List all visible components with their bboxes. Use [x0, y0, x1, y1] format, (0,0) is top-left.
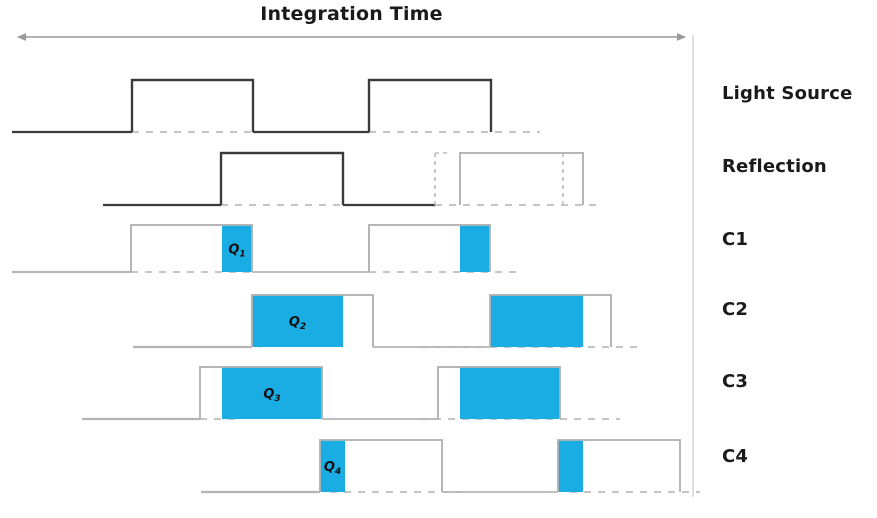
waveform-row-c1: Q1 [12, 224, 520, 274]
pulse-outline-overlay [219, 151, 345, 205]
pulse-outline-overlay [319, 439, 443, 492]
row-label-c4: C4 [722, 446, 748, 467]
waveform-row-c4: Q4 [201, 439, 700, 494]
charge-fill-region [222, 225, 252, 272]
pulse-outline-overlay [367, 78, 493, 132]
pulse-outline-overlay [368, 224, 491, 272]
waveform-row-light-source [12, 78, 540, 134]
charge-label-subscript: 2 [300, 322, 306, 332]
waveform-row-c2: Q2 [133, 294, 640, 349]
row-label-c1: C1 [722, 229, 748, 250]
row-label-light-source: Light Source [722, 83, 853, 104]
charge-fill-region [252, 295, 343, 347]
pulse-outline-overlay [437, 366, 561, 419]
charge-label-subscript: 3 [274, 394, 280, 404]
charge-fill-region [558, 440, 583, 492]
pulse-outline-overlay [251, 294, 374, 347]
diagram-title: Integration Time [260, 3, 443, 25]
charge-fill-region [490, 295, 583, 347]
pulse-outline-overlay [130, 78, 255, 132]
charge-label-subscript: 4 [334, 467, 341, 477]
waveform-row-reflection [103, 151, 600, 207]
charge-fill-region [222, 367, 322, 419]
charge-fill-region [460, 367, 560, 419]
charge-fill-region [460, 225, 490, 272]
row-label-c2: C2 [722, 299, 748, 320]
row-label-c3: C3 [722, 371, 748, 392]
pulse-outline [130, 78, 255, 132]
pulse-outline [219, 151, 345, 205]
pulse-outline-overlay [557, 439, 681, 492]
pulse-outline-overlay [459, 152, 584, 205]
pulse-outline-overlay [489, 294, 612, 347]
waveform-row-c3: Q3 [82, 366, 620, 421]
charge-label-subscript: 1 [239, 250, 245, 260]
pulse-outline [459, 152, 584, 205]
pulse-outline-overlay [130, 224, 253, 272]
pulse-outline-overlay [199, 366, 323, 419]
row-label-reflection: Reflection [722, 156, 827, 177]
charge-fill-region [320, 440, 345, 492]
pulse-outline [367, 78, 493, 132]
